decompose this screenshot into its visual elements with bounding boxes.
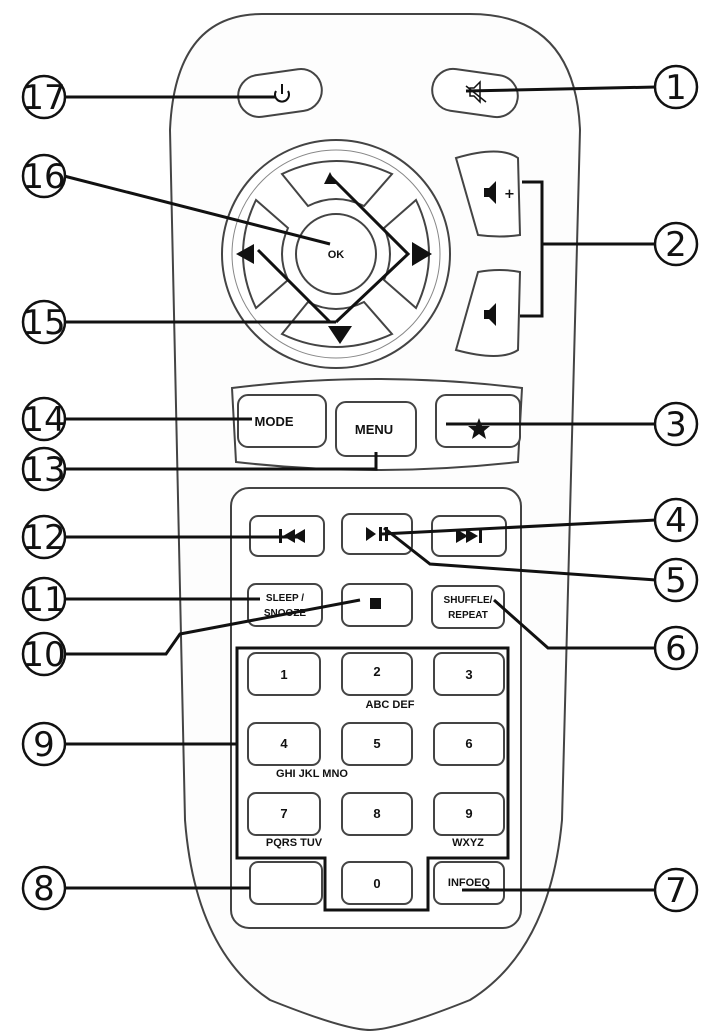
key-2-letters: ABC DEF	[366, 699, 415, 711]
volume-up-button[interactable]: +	[454, 150, 522, 238]
key-1[interactable]: 1	[247, 652, 321, 696]
numeric-keypad: 1 2 3 ABC DEF 4 5 6 GHI JKL MNO 7	[235, 646, 510, 912]
svg-text:5: 5	[665, 561, 687, 601]
arrow-left-icon	[236, 244, 254, 264]
power-button[interactable]	[235, 66, 324, 119]
callout-17: 17	[21, 74, 67, 120]
svg-text:+: +	[504, 187, 515, 202]
ok-button[interactable]: OK	[295, 213, 377, 295]
svg-text:16: 16	[22, 157, 65, 197]
volume-down-icon	[484, 303, 496, 326]
volume-down-button[interactable]	[454, 269, 522, 357]
callout-2: 2	[653, 221, 699, 267]
navigation-pad: OK	[221, 139, 451, 369]
callout-3: 3	[653, 401, 699, 447]
key-label: 1	[280, 667, 287, 682]
nav-left-button[interactable]	[242, 198, 290, 310]
info-label: INFOEQ	[448, 877, 491, 889]
mode-label: MODE	[255, 414, 294, 429]
svg-text:4: 4	[665, 501, 687, 541]
callout-7: 7	[653, 867, 699, 913]
function-row: MODE MENU	[230, 378, 524, 471]
key-5[interactable]: 5	[341, 722, 413, 766]
callout-12: 12	[21, 514, 67, 560]
svg-text:15: 15	[22, 303, 65, 343]
key-label: 4	[280, 736, 288, 751]
callout-14: 14	[21, 396, 67, 442]
blank-key[interactable]	[249, 861, 323, 905]
next-track-icon	[456, 529, 482, 543]
callout-4: 4	[653, 497, 699, 543]
key-8[interactable]: 8	[341, 792, 413, 836]
callout-6: 6	[653, 625, 699, 671]
svg-text:3: 3	[665, 405, 687, 445]
key-9-letters: WXYZ	[452, 837, 484, 849]
next-track-button[interactable]	[431, 515, 507, 557]
key-2[interactable]: 2	[341, 652, 413, 696]
svg-text:12: 12	[22, 518, 65, 558]
mute-icon	[465, 80, 487, 104]
key-label: 8	[373, 806, 380, 821]
callout-15: 15	[21, 299, 67, 345]
svg-text:8: 8	[33, 869, 55, 909]
sleep-label-line1: SLEEP /	[266, 593, 304, 604]
stop-button[interactable]	[341, 583, 413, 627]
svg-text:2: 2	[665, 225, 687, 265]
svg-text:13: 13	[22, 450, 65, 490]
info-eq-button[interactable]: INFOEQ	[433, 861, 505, 905]
arrow-right-icon	[412, 242, 432, 266]
favourite-star-icon	[468, 418, 490, 439]
key-label: 3	[465, 667, 472, 682]
svg-text:11: 11	[22, 580, 65, 620]
svg-text:6: 6	[665, 629, 687, 669]
key-0[interactable]: 0	[341, 861, 413, 905]
favourite-button[interactable]	[435, 394, 521, 448]
nav-down-button[interactable]	[280, 300, 394, 348]
svg-text:14: 14	[22, 400, 65, 440]
key-label: 5	[373, 736, 380, 751]
key-label: 7	[280, 806, 287, 821]
svg-text:7: 7	[665, 871, 687, 911]
shuffle-repeat-button[interactable]: SHUFFLE/ REPEAT	[431, 585, 505, 629]
callout-8: 8	[21, 865, 67, 911]
key-7[interactable]: 7	[247, 792, 321, 836]
key-label: 2	[373, 664, 380, 679]
key-9[interactable]: 9	[433, 792, 505, 836]
svg-text:9: 9	[33, 725, 55, 765]
callout-11: 11	[21, 576, 67, 622]
mode-button[interactable]: MODE	[237, 394, 327, 448]
svg-text:10: 10	[22, 635, 65, 675]
keypad-bracket	[235, 646, 510, 912]
callouts: 1 2 3 4 5 6 7 8 9 10 11 12 13 14 15 16 1…	[21, 64, 699, 913]
key-label: 6	[465, 736, 472, 751]
key-label: 0	[373, 876, 380, 891]
callout-9: 9	[21, 721, 67, 767]
callout-16: 16	[21, 153, 67, 199]
mute-button[interactable]	[429, 66, 520, 120]
svg-text:1: 1	[665, 68, 687, 108]
key-3[interactable]: 3	[433, 652, 505, 696]
arrow-down-icon	[328, 326, 352, 344]
key-4[interactable]: 4	[247, 722, 321, 766]
menu-button[interactable]: MENU	[335, 401, 417, 457]
stop-icon	[370, 598, 381, 609]
menu-label: MENU	[355, 422, 393, 437]
shuffle-label-line1: SHUFFLE/	[444, 595, 493, 606]
callout-5: 5	[653, 557, 699, 603]
key-7-letters: PQRS TUV	[266, 837, 323, 849]
key-label: 9	[465, 806, 472, 821]
shuffle-label-line2: REPEAT	[448, 610, 488, 621]
power-icon	[274, 84, 290, 103]
key-6[interactable]: 6	[433, 722, 505, 766]
callout-13: 13	[21, 446, 67, 492]
callout-1: 1	[653, 64, 699, 110]
callout-10: 10	[21, 631, 67, 677]
svg-text:17: 17	[22, 78, 65, 118]
callout-lines	[63, 85, 657, 892]
ok-label: OK	[328, 249, 345, 261]
key-4-letters: GHI JKL MNO	[276, 768, 348, 780]
volume-up-icon: +	[484, 181, 515, 204]
